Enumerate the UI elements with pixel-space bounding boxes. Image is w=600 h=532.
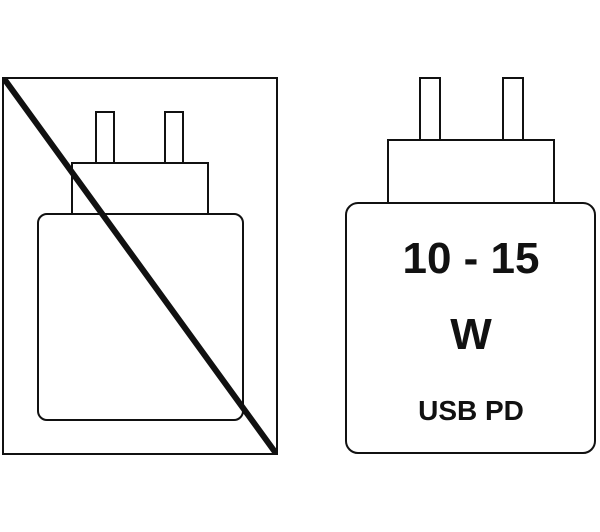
left-charger-body xyxy=(37,213,244,421)
usb-pd-charger-icon: 10 - 15 W USB PD xyxy=(345,77,596,454)
no-charger-included-icon xyxy=(2,77,278,455)
crossed-frame xyxy=(2,77,278,455)
right-prong-right xyxy=(502,77,524,141)
power-unit-label: W xyxy=(450,310,492,359)
right-prong-left xyxy=(419,77,441,141)
right-charger-body xyxy=(345,202,596,454)
power-range-label: 10 - 15 xyxy=(403,234,540,283)
left-prong-right xyxy=(164,111,184,165)
strike-through-line xyxy=(2,77,278,455)
left-plug-head xyxy=(71,162,209,216)
right-plug-head xyxy=(387,139,555,204)
left-charger-icon xyxy=(37,111,244,421)
usb-pd-label: USB PD xyxy=(418,395,524,426)
left-prong-left xyxy=(95,111,115,165)
